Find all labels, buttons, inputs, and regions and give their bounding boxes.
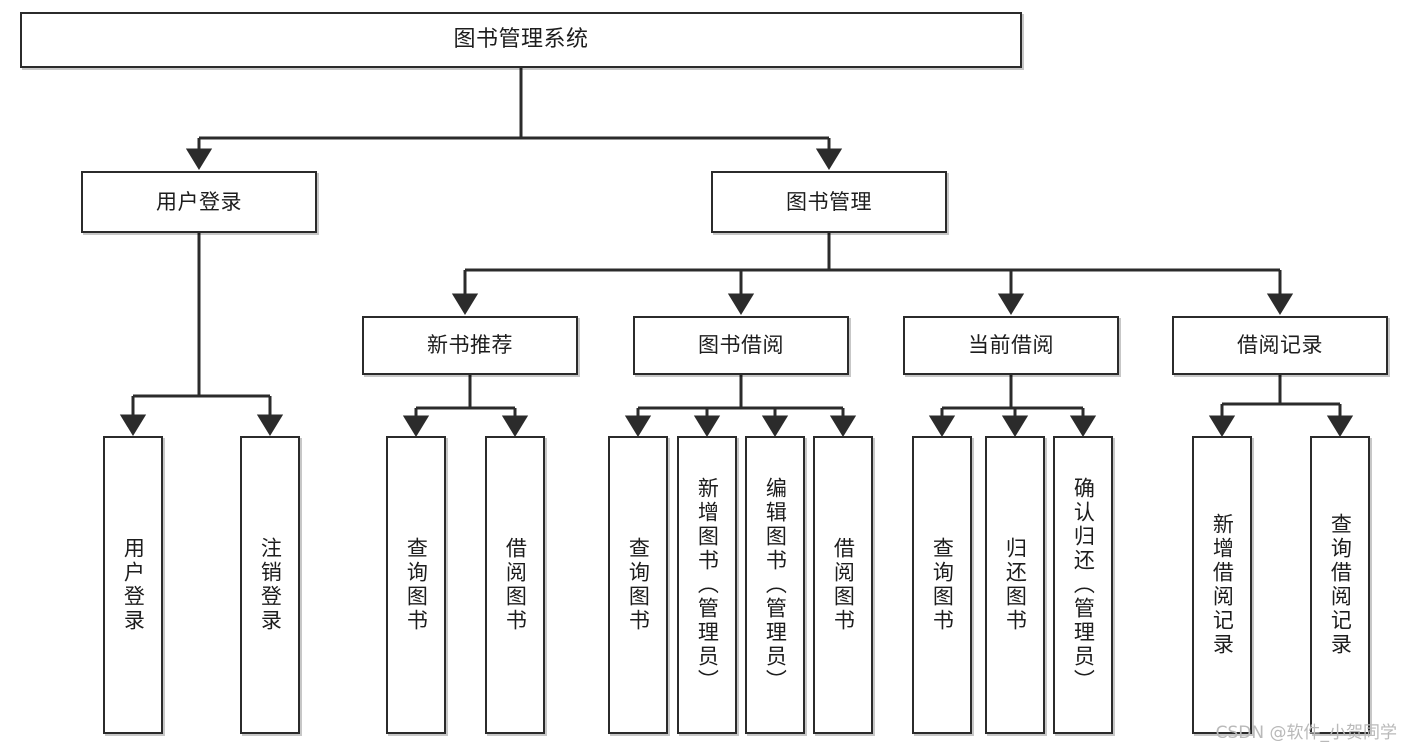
node-leaf-query-book-borrow-label: 查询图书 — [626, 537, 651, 633]
node-new-book-recommend[interactable]: 新书推荐 — [362, 316, 578, 375]
node-leaf-edit-book[interactable]: 编辑图书（管理员） — [745, 436, 805, 734]
node-leaf-borrow-book-rec[interactable]: 借阅图书 — [485, 436, 545, 734]
node-leaf-user-login[interactable]: 用户登录 — [103, 436, 163, 734]
node-leaf-return-book[interactable]: 归还图书 — [985, 436, 1045, 734]
node-book-borrow[interactable]: 图书借阅 — [633, 316, 849, 375]
node-leaf-query-book-borrow[interactable]: 查询图书 — [608, 436, 668, 734]
node-borrow-record-label: 借阅记录 — [1237, 333, 1323, 358]
node-leaf-borrow-book-rec-label: 借阅图书 — [503, 537, 528, 633]
node-leaf-add-book-label: 新增图书（管理员） — [695, 477, 720, 693]
node-leaf-user-logout[interactable]: 注销登录 — [240, 436, 300, 734]
node-leaf-borrow-book-label: 借阅图书 — [831, 537, 856, 633]
node-current-borrow-label: 当前借阅 — [968, 333, 1054, 358]
node-leaf-query-record-label: 查询借阅记录 — [1328, 513, 1353, 657]
node-leaf-confirm-return-label: 确认归还（管理员） — [1071, 477, 1096, 693]
node-leaf-user-logout-label: 注销登录 — [258, 537, 283, 633]
node-leaf-borrow-book[interactable]: 借阅图书 — [813, 436, 873, 734]
node-leaf-query-book-rec[interactable]: 查询图书 — [386, 436, 446, 734]
node-leaf-confirm-return[interactable]: 确认归还（管理员） — [1053, 436, 1113, 734]
node-root[interactable]: 图书管理系统 — [20, 12, 1022, 68]
node-user-login-label: 用户登录 — [156, 189, 242, 214]
node-leaf-user-login-label: 用户登录 — [121, 537, 146, 633]
node-user-login[interactable]: 用户登录 — [81, 171, 317, 233]
node-leaf-return-book-label: 归还图书 — [1003, 537, 1028, 633]
node-leaf-query-book-current[interactable]: 查询图书 — [912, 436, 972, 734]
node-leaf-query-book-rec-label: 查询图书 — [404, 537, 429, 633]
node-leaf-query-book-current-label: 查询图书 — [930, 537, 955, 633]
node-new-book-recommend-label: 新书推荐 — [427, 333, 513, 358]
node-leaf-edit-book-label: 编辑图书（管理员） — [763, 477, 788, 693]
node-leaf-query-record[interactable]: 查询借阅记录 — [1310, 436, 1370, 734]
node-leaf-add-record[interactable]: 新增借阅记录 — [1192, 436, 1252, 734]
node-borrow-record[interactable]: 借阅记录 — [1172, 316, 1388, 375]
node-book-borrow-label: 图书借阅 — [698, 333, 784, 358]
node-root-label: 图书管理系统 — [453, 27, 589, 53]
node-book-manage-label: 图书管理 — [786, 189, 872, 214]
node-leaf-add-book[interactable]: 新增图书（管理员） — [677, 436, 737, 734]
node-current-borrow[interactable]: 当前借阅 — [903, 316, 1119, 375]
node-leaf-add-record-label: 新增借阅记录 — [1210, 513, 1235, 657]
node-book-manage[interactable]: 图书管理 — [711, 171, 947, 233]
